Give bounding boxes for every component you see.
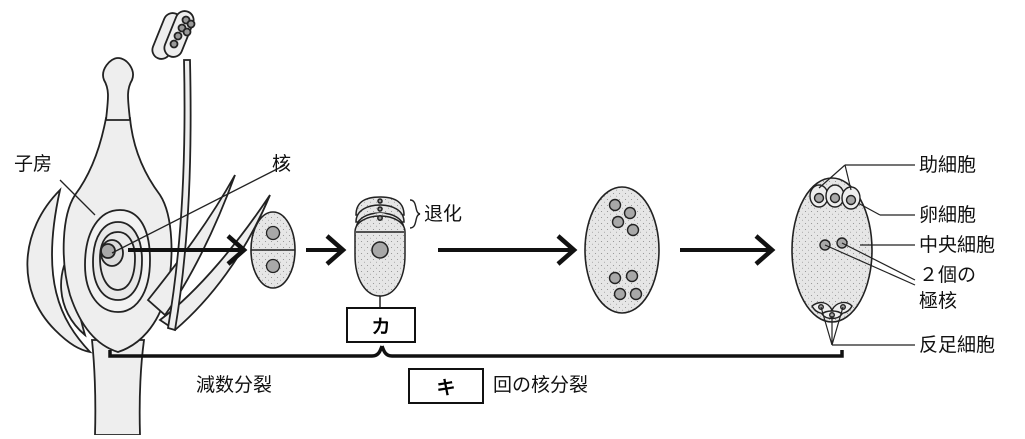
arrow-3 [438,234,578,266]
ovary-leader [59,179,96,216]
arrow-2 [306,234,347,266]
cell4-leaders [818,164,916,346]
label-central-cell: 中央細胞 [919,234,996,256]
petal-left [26,187,93,354]
label-polar-nuclei-1: ２個の [919,264,977,286]
answer-box-ka-label: カ [371,315,391,338]
label-synergid: 助細胞 [919,154,977,176]
label-egg-cell: 卵細胞 [919,204,977,226]
nucleus-leader [111,164,286,254]
degeneration-brace [409,199,421,229]
pistil-illustration [26,10,271,436]
label-degeneration: 退化 [424,203,463,225]
label-meiosis: 減数分裂 [196,374,273,396]
answer-box-ka: カ [346,307,416,343]
arrow-1 [128,234,248,266]
anther [151,10,196,60]
label-nucleus: 核 [272,153,292,175]
answer-box-ki-label: キ [436,376,456,399]
label-nuclear-division: 回の核分裂 [493,374,589,396]
style [102,57,134,121]
cell-stage-1 [250,211,296,289]
cell-stage-4 [791,177,873,323]
label-antipodal: 反足細胞 [919,334,996,356]
stamen-filament [166,59,192,332]
label-ovary: 子房 [14,153,53,175]
cell-stage-2 [354,196,406,312]
arrow-4 [680,234,776,266]
cell-stage-3 [584,186,660,314]
answer-box-ki: キ [408,368,484,404]
mother-cell-nucleus [100,243,116,259]
label-polar-nuclei-2: 極核 [919,290,958,312]
bottom-brackets [108,345,844,358]
